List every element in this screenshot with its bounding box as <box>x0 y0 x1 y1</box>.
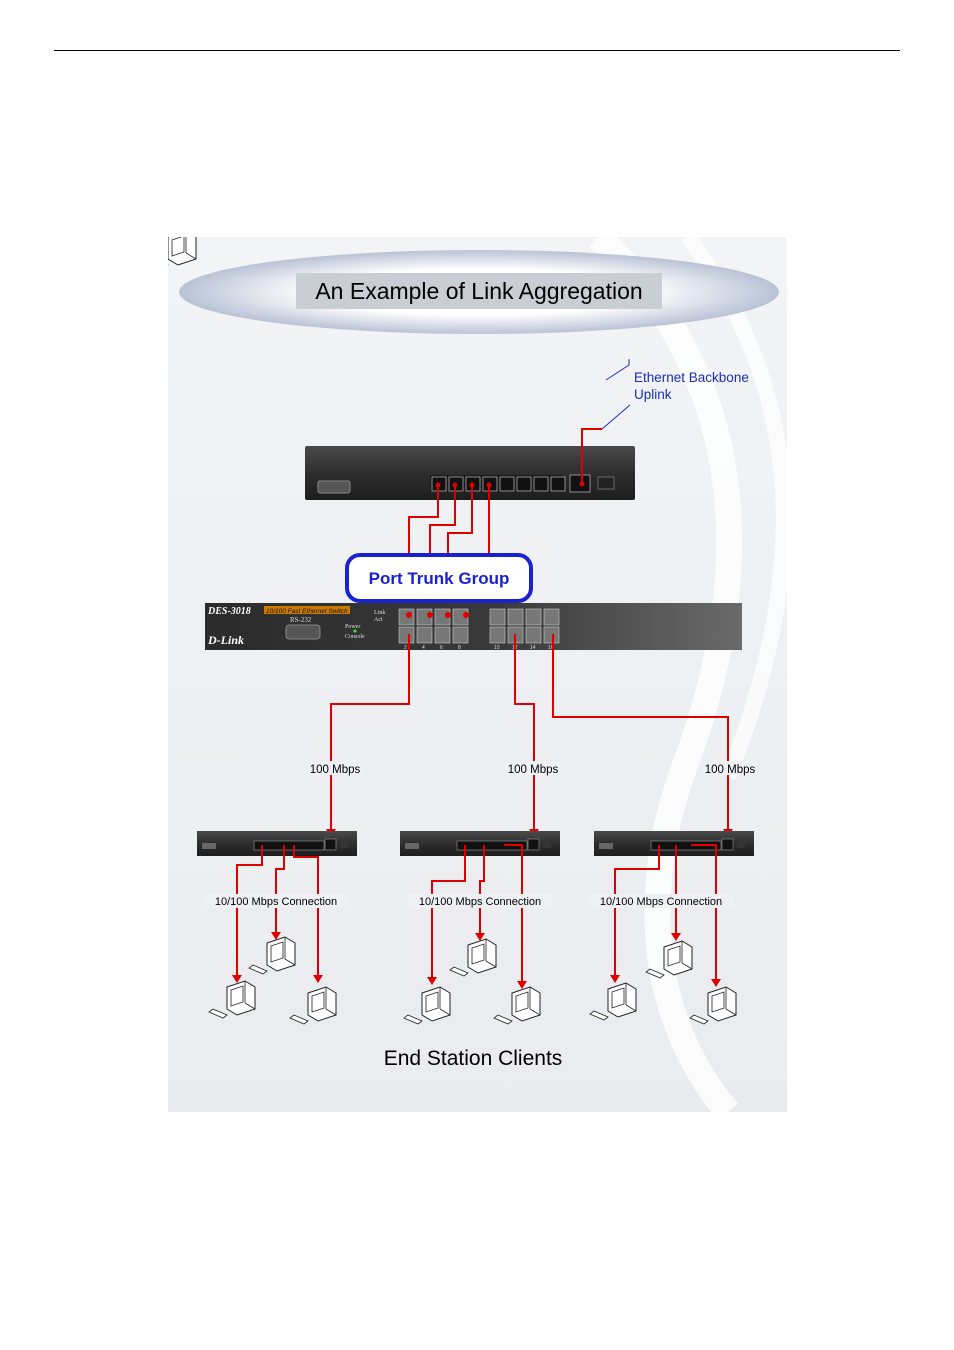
core-switch: DES-3018 10/100 Fast Ethernet Switch RS-… <box>205 603 742 651</box>
core-subtitle: 10/100 Fast Ethernet Switch <box>266 608 348 615</box>
port-number: 10 <box>494 645 500 651</box>
core-model: DES-3018 <box>207 606 251 617</box>
core-link-label: Link <box>374 610 385 616</box>
core-brand: D-Link <box>207 633 244 647</box>
edge-switch-2 <box>400 831 560 856</box>
backbone-label-1: Ethernet Backbone <box>634 370 749 385</box>
header-rule <box>54 50 900 51</box>
port-number: 6 <box>440 645 443 651</box>
speed-label-3: 100 Mbps <box>705 764 756 776</box>
top-switch <box>305 446 635 500</box>
rs232-port <box>286 625 320 639</box>
edge-switch-3 <box>594 831 754 856</box>
core-console-label: Console <box>345 634 365 640</box>
link-aggregation-figure: An Example of Link Aggregation Ethernet … <box>168 237 787 1112</box>
connection-label-3: 10/100 Mbps Connection <box>600 896 722 908</box>
edge-switch-1 <box>197 831 357 856</box>
connection-label-2: 10/100 Mbps Connection <box>419 896 541 908</box>
core-act-label: Act <box>374 617 383 623</box>
trunk-group-label: Port Trunk Group <box>369 569 510 588</box>
port-number: 4 <box>422 645 425 651</box>
end-station-label: End Station Clients <box>384 1047 563 1070</box>
port-number: 8 <box>458 645 461 651</box>
diagram-canvas: An Example of Link Aggregation Ethernet … <box>168 237 787 1112</box>
core-serial-port: RS-232 <box>290 616 312 624</box>
connection-label-1: 10/100 Mbps Connection <box>215 896 337 908</box>
speed-label-1: 100 Mbps <box>310 764 361 776</box>
diagram-title: An Example of Link Aggregation <box>315 278 642 304</box>
port-number: 14 <box>530 645 536 651</box>
port-number: 2 <box>404 645 407 651</box>
backbone-label-2: Uplink <box>634 387 672 402</box>
core-power-label: Power <box>345 624 360 630</box>
speed-label-2: 100 Mbps <box>508 764 559 776</box>
